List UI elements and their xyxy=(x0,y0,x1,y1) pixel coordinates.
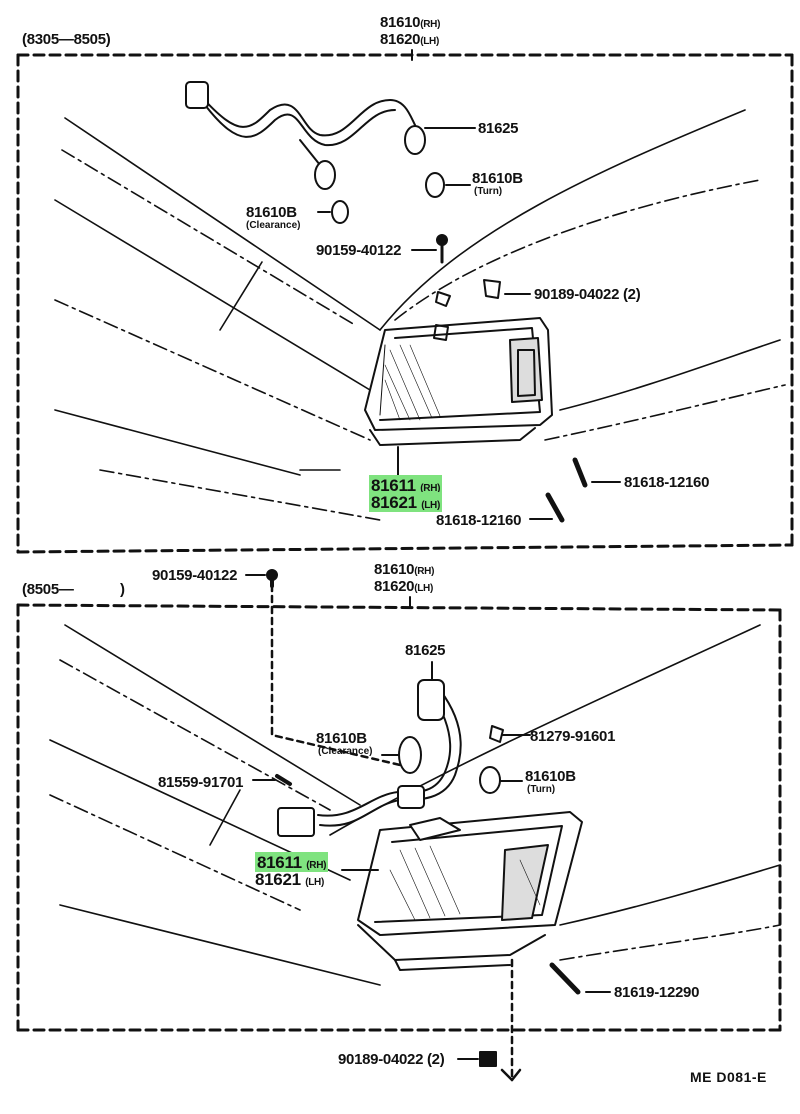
top-lens-rh-code: 81611 xyxy=(371,476,416,495)
top-assembly-rh-code: 81610 xyxy=(380,14,421,31)
top-fasteners xyxy=(397,234,621,523)
bottom-wiring xyxy=(252,661,531,871)
bottom-lens-hatch xyxy=(389,845,541,921)
bottom-lens-lh-code: 81621 xyxy=(255,870,301,889)
bottom-bulb-clearance-note: (Clearance) xyxy=(318,746,373,757)
top-lens-lh: 81621 (LH) xyxy=(369,492,443,512)
bottom-top-screw-label: 90159-40122 xyxy=(152,567,238,584)
top-lens-rh-suffix: (RH) xyxy=(420,483,441,494)
figure-code: ME D081-E xyxy=(690,1069,767,1085)
bottom-socket-wire-label: 81625 xyxy=(405,642,446,659)
top-bulb-clearance-code: 81610B xyxy=(246,204,297,221)
bottom-lens-rh-code: 81611 xyxy=(257,853,302,872)
bottom-grommet-label: 81559-91701 xyxy=(158,774,244,791)
top-range-label: (8305—8505) xyxy=(22,31,111,48)
bottom-assembly-lh-code: 81620 xyxy=(374,578,415,595)
top-assembly-rh: 81610(RH) xyxy=(380,15,440,30)
top-wiring xyxy=(185,81,476,224)
bottom-fasteners xyxy=(457,962,611,1067)
top-lens-lh-highlight: 81621 (LH) xyxy=(369,492,443,512)
bottom-dashed-leaders xyxy=(270,583,522,1082)
bottom-nut-label: 90189-04022 (2) xyxy=(338,1051,445,1068)
bottom-lens-rh-highlight: 81611 (RH) xyxy=(255,852,329,872)
bottom-range-start: (8505— xyxy=(22,581,74,598)
bottom-lens-rh: 81611 (RH) xyxy=(255,852,329,872)
top-lamp-housing xyxy=(364,317,553,446)
top-bulb-turn-note: (Turn) xyxy=(474,186,503,197)
top-lens-lh-code: 81621 xyxy=(371,493,417,512)
bottom-lamp-housing xyxy=(357,811,583,971)
top-assembly-lh-suffix: (LH) xyxy=(420,36,440,47)
bottom-clip-label: 81279-91601 xyxy=(530,728,616,745)
bottom-assembly-lh-suffix: (LH) xyxy=(414,583,434,594)
top-screw-a-label: 81618-12160 xyxy=(624,474,710,491)
top-assembly-lh: 81620(LH) xyxy=(380,32,439,47)
top-screw-label: 90159-40122 xyxy=(316,242,402,259)
top-assembly-rh-suffix: (RH) xyxy=(420,19,441,30)
bottom-assembly-rh-suffix: (RH) xyxy=(414,566,435,577)
bottom-lens-lh: 81621 (LH) xyxy=(255,871,324,888)
top-lens-rh-highlight: 81611 (RH) xyxy=(369,475,443,495)
top-assembly-lh-code: 81620 xyxy=(380,31,421,48)
bottom-assembly-rh: 81610(RH) xyxy=(374,562,434,577)
top-lens-rh: 81611 (RH) xyxy=(369,475,443,495)
top-bulb-turn-code: 81610B xyxy=(472,170,523,187)
top-screw-b-label: 81618-12160 xyxy=(436,512,522,529)
bottom-assembly-rh-code: 81610 xyxy=(374,561,415,578)
bottom-bulb-turn-code: 81610B xyxy=(525,768,576,785)
bottom-lens-lh-suffix: (LH) xyxy=(305,877,325,888)
top-lens-hatch xyxy=(384,344,441,421)
bottom-bulb-clearance-code: 81610B xyxy=(316,730,367,747)
bottom-screw-label: 81619-12290 xyxy=(614,984,700,1001)
bottom-assembly-lh: 81620(LH) xyxy=(374,579,433,594)
top-socket-wire-label: 81625 xyxy=(478,120,519,137)
top-bulb-clearance-note: (Clearance) xyxy=(246,220,301,231)
bottom-range-end: ) xyxy=(120,581,125,598)
bottom-panel-frame xyxy=(16,603,782,1032)
top-panel-frame xyxy=(16,53,794,554)
top-lens-lh-suffix: (LH) xyxy=(421,500,441,511)
bottom-bulb-turn-note: (Turn) xyxy=(527,784,556,795)
top-nut-label: 90189-04022 (2) xyxy=(534,286,641,303)
top-body-lines xyxy=(54,109,786,521)
bottom-lens-rh-suffix: (RH) xyxy=(306,860,327,871)
